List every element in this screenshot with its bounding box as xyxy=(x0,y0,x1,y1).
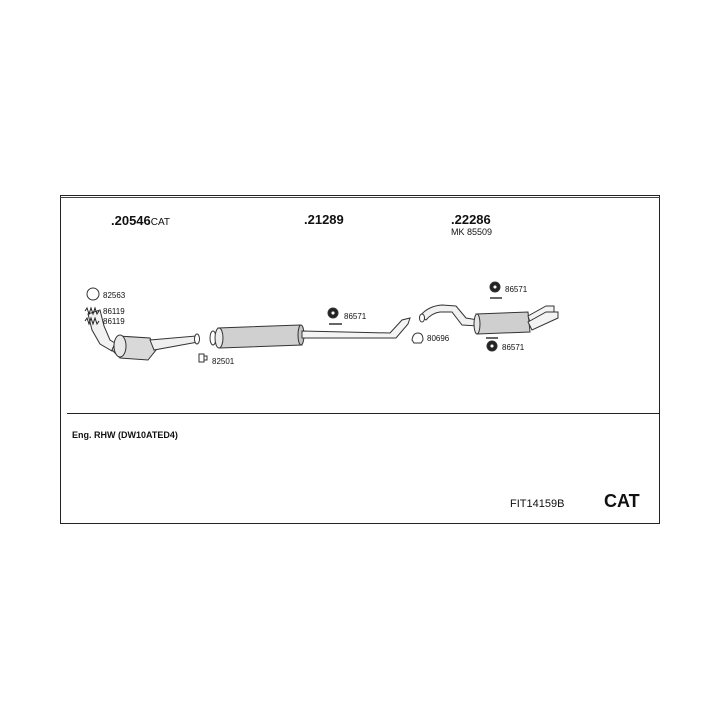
label-86571-b: 86571 xyxy=(505,285,528,294)
label-82563: 82563 xyxy=(103,291,126,300)
frame-top-rule xyxy=(60,197,660,198)
hanger-86571-b[interactable] xyxy=(489,281,502,299)
engine-label: Eng. RHW (DW10ATED4) xyxy=(72,430,178,440)
hanger-86571-a[interactable] xyxy=(327,307,342,325)
drawing-code: FIT14159B xyxy=(510,498,565,510)
label-86119-a: 86119 xyxy=(103,307,125,316)
label-86571-c: 86571 xyxy=(502,343,525,352)
gasket-82563[interactable] xyxy=(86,287,100,301)
label-86119-b: 86119 xyxy=(103,317,125,326)
label-86571-a: 86571 xyxy=(344,312,367,321)
part-number-20546: .20546 xyxy=(111,213,151,228)
category-title: CAT xyxy=(604,491,640,511)
centre-silencer[interactable] xyxy=(214,317,411,349)
catalyst-suffix: CAT xyxy=(150,217,171,228)
clamp-80696[interactable] xyxy=(411,332,424,344)
diagram-frame xyxy=(60,195,660,524)
rear-silencer[interactable] xyxy=(419,304,559,335)
part-number-21289[interactable]: .21289 xyxy=(304,212,344,227)
spring-86119-a[interactable] xyxy=(84,306,100,316)
clamp-82501[interactable] xyxy=(198,330,217,363)
label-82501: 82501 xyxy=(212,357,235,366)
mounting-kit-85509[interactable]: MK 85509 xyxy=(451,227,493,237)
spring-86119-b[interactable] xyxy=(84,316,100,326)
part-number-22286[interactable]: .22286 xyxy=(451,212,491,227)
footer-divider xyxy=(67,413,660,414)
part-number-catalyst[interactable]: .20546CAT xyxy=(111,212,170,230)
hanger-86571-c[interactable] xyxy=(486,337,498,352)
label-80696: 80696 xyxy=(427,334,450,343)
